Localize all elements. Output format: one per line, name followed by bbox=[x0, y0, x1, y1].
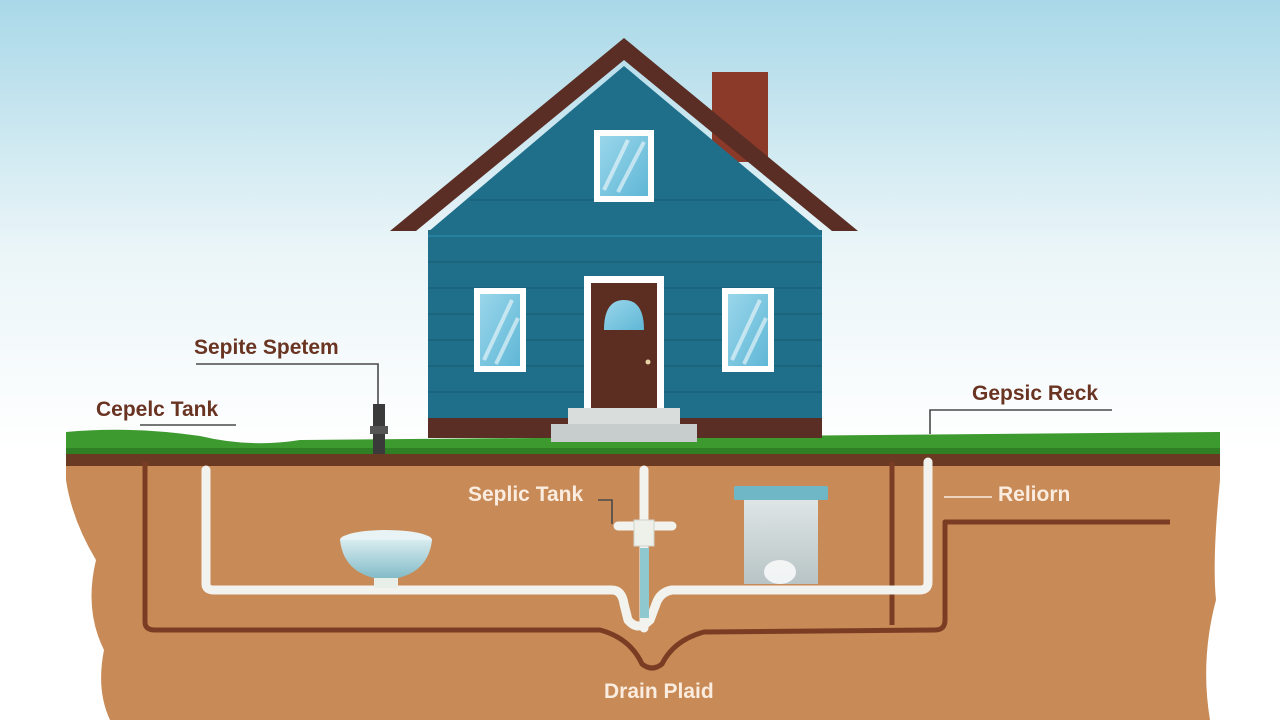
step-top bbox=[568, 408, 680, 424]
roof bbox=[390, 38, 858, 231]
front-door bbox=[584, 276, 664, 410]
label-drain-field: Drain Plaid bbox=[604, 680, 714, 703]
tank-box bbox=[734, 486, 828, 584]
window-right bbox=[722, 288, 774, 372]
label-reliorn: Reliorn bbox=[998, 483, 1071, 506]
tank-bowl bbox=[340, 530, 432, 588]
label-septic-tank: Seplic Tank bbox=[468, 483, 584, 506]
vent-stack bbox=[370, 404, 388, 454]
step-bottom bbox=[551, 424, 697, 442]
label-septic-system: Sepite Spetem bbox=[194, 336, 339, 359]
label-gepsic-reck: Gepsic Reck bbox=[972, 382, 1099, 405]
window-left bbox=[474, 288, 526, 372]
drain-trench-outline bbox=[142, 462, 1170, 671]
leader-lines bbox=[140, 363, 1112, 524]
pipe-tee-fitting bbox=[633, 519, 655, 547]
gable-window bbox=[594, 130, 654, 202]
topsoil-layer bbox=[66, 452, 1220, 466]
label-cepelc-tank: Cepelc Tank bbox=[96, 398, 219, 421]
